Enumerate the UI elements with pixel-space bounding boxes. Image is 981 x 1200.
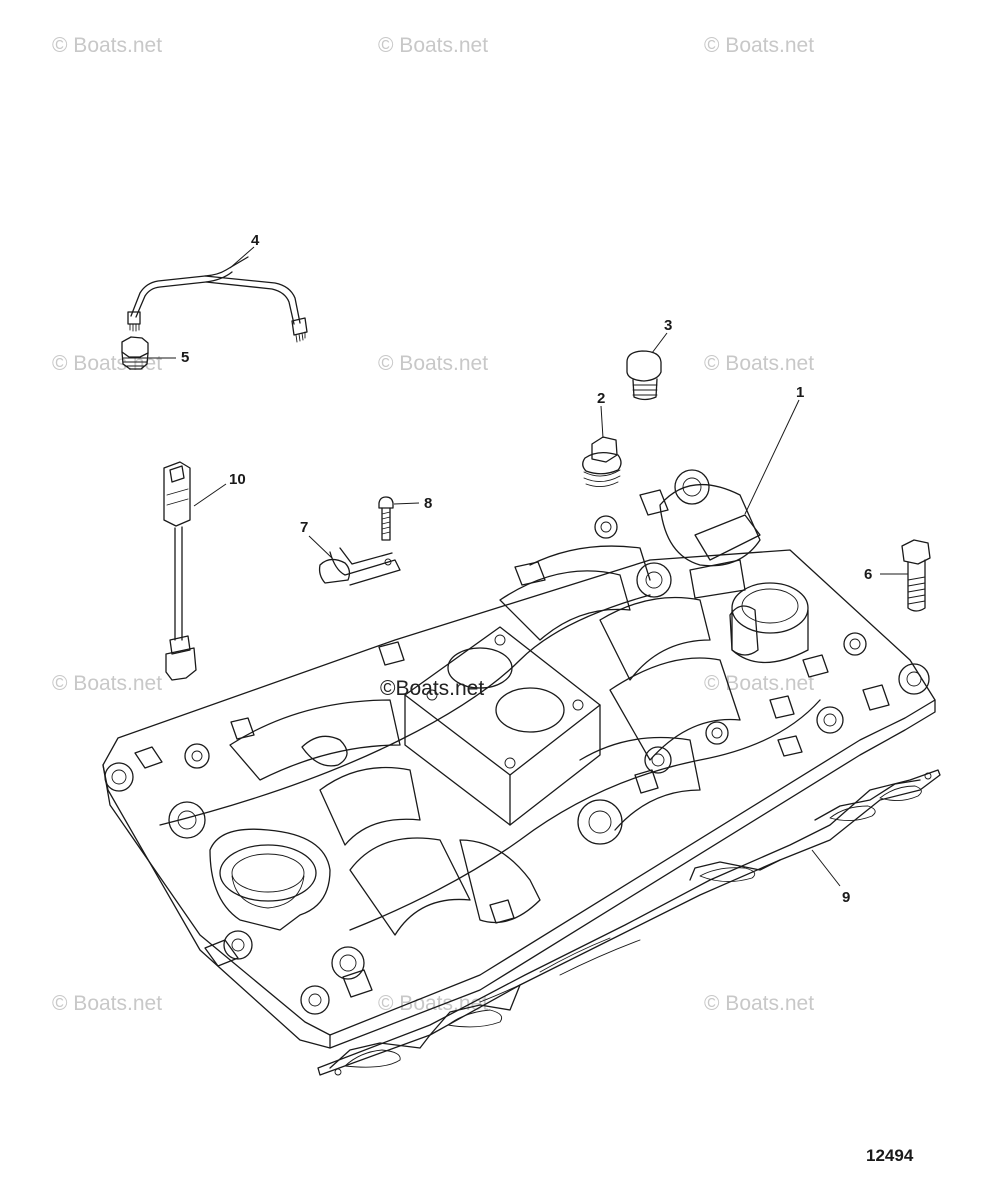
callout-9: 9 xyxy=(842,889,850,906)
part-2-plug xyxy=(582,436,622,487)
callout-4: 4 xyxy=(251,232,260,249)
figure-number: 12494 xyxy=(866,1146,914,1165)
callout-3: 3 xyxy=(664,317,672,334)
leader-lines xyxy=(148,246,908,887)
callout-8: 8 xyxy=(424,495,432,512)
watermark: © Boats.net xyxy=(52,34,162,57)
watermarks: © Boats.net © Boats.net © Boats.net © Bo… xyxy=(52,34,814,1015)
watermark: © Boats.net xyxy=(52,352,162,375)
leader-2 xyxy=(600,405,604,439)
part-6-bolt xyxy=(901,539,931,612)
leader-1 xyxy=(744,399,800,515)
watermark: © Boats.net xyxy=(378,34,488,57)
leader-9 xyxy=(811,849,841,887)
callout-5: 5 xyxy=(181,349,189,366)
leader-8 xyxy=(393,502,420,505)
callout-10: 10 xyxy=(229,471,246,488)
part-5-fitting xyxy=(121,336,149,370)
part-8-screw xyxy=(378,496,394,541)
leader-7 xyxy=(308,535,333,559)
part-3-plug xyxy=(626,350,662,401)
leader-10 xyxy=(193,483,227,507)
callouts: 4 5 3 2 1 10 8 7 6 9 xyxy=(181,232,872,906)
watermark: © Boats.net xyxy=(52,672,162,695)
callout-1: 1 xyxy=(796,384,804,401)
watermark-center: ©Boats.net xyxy=(380,677,484,700)
callout-7: 7 xyxy=(300,519,308,536)
watermark: © Boats.net xyxy=(704,352,814,375)
part-4-line xyxy=(127,256,308,343)
part-9-gasket xyxy=(317,769,941,1076)
part-10-sensor xyxy=(163,461,197,681)
leader-3 xyxy=(651,332,668,354)
leader-4 xyxy=(229,246,255,269)
callout-6: 6 xyxy=(864,566,872,583)
watermark: © Boats.net xyxy=(52,992,162,1015)
callout-2: 2 xyxy=(597,390,605,407)
watermark: © Boats.net xyxy=(704,992,814,1015)
part-1-intake-manifold xyxy=(102,469,936,1049)
watermark: © Boats.net xyxy=(704,34,814,57)
part-7-clamp xyxy=(318,547,401,586)
watermark: © Boats.net xyxy=(704,672,814,695)
watermark: © Boats.net xyxy=(378,352,488,375)
